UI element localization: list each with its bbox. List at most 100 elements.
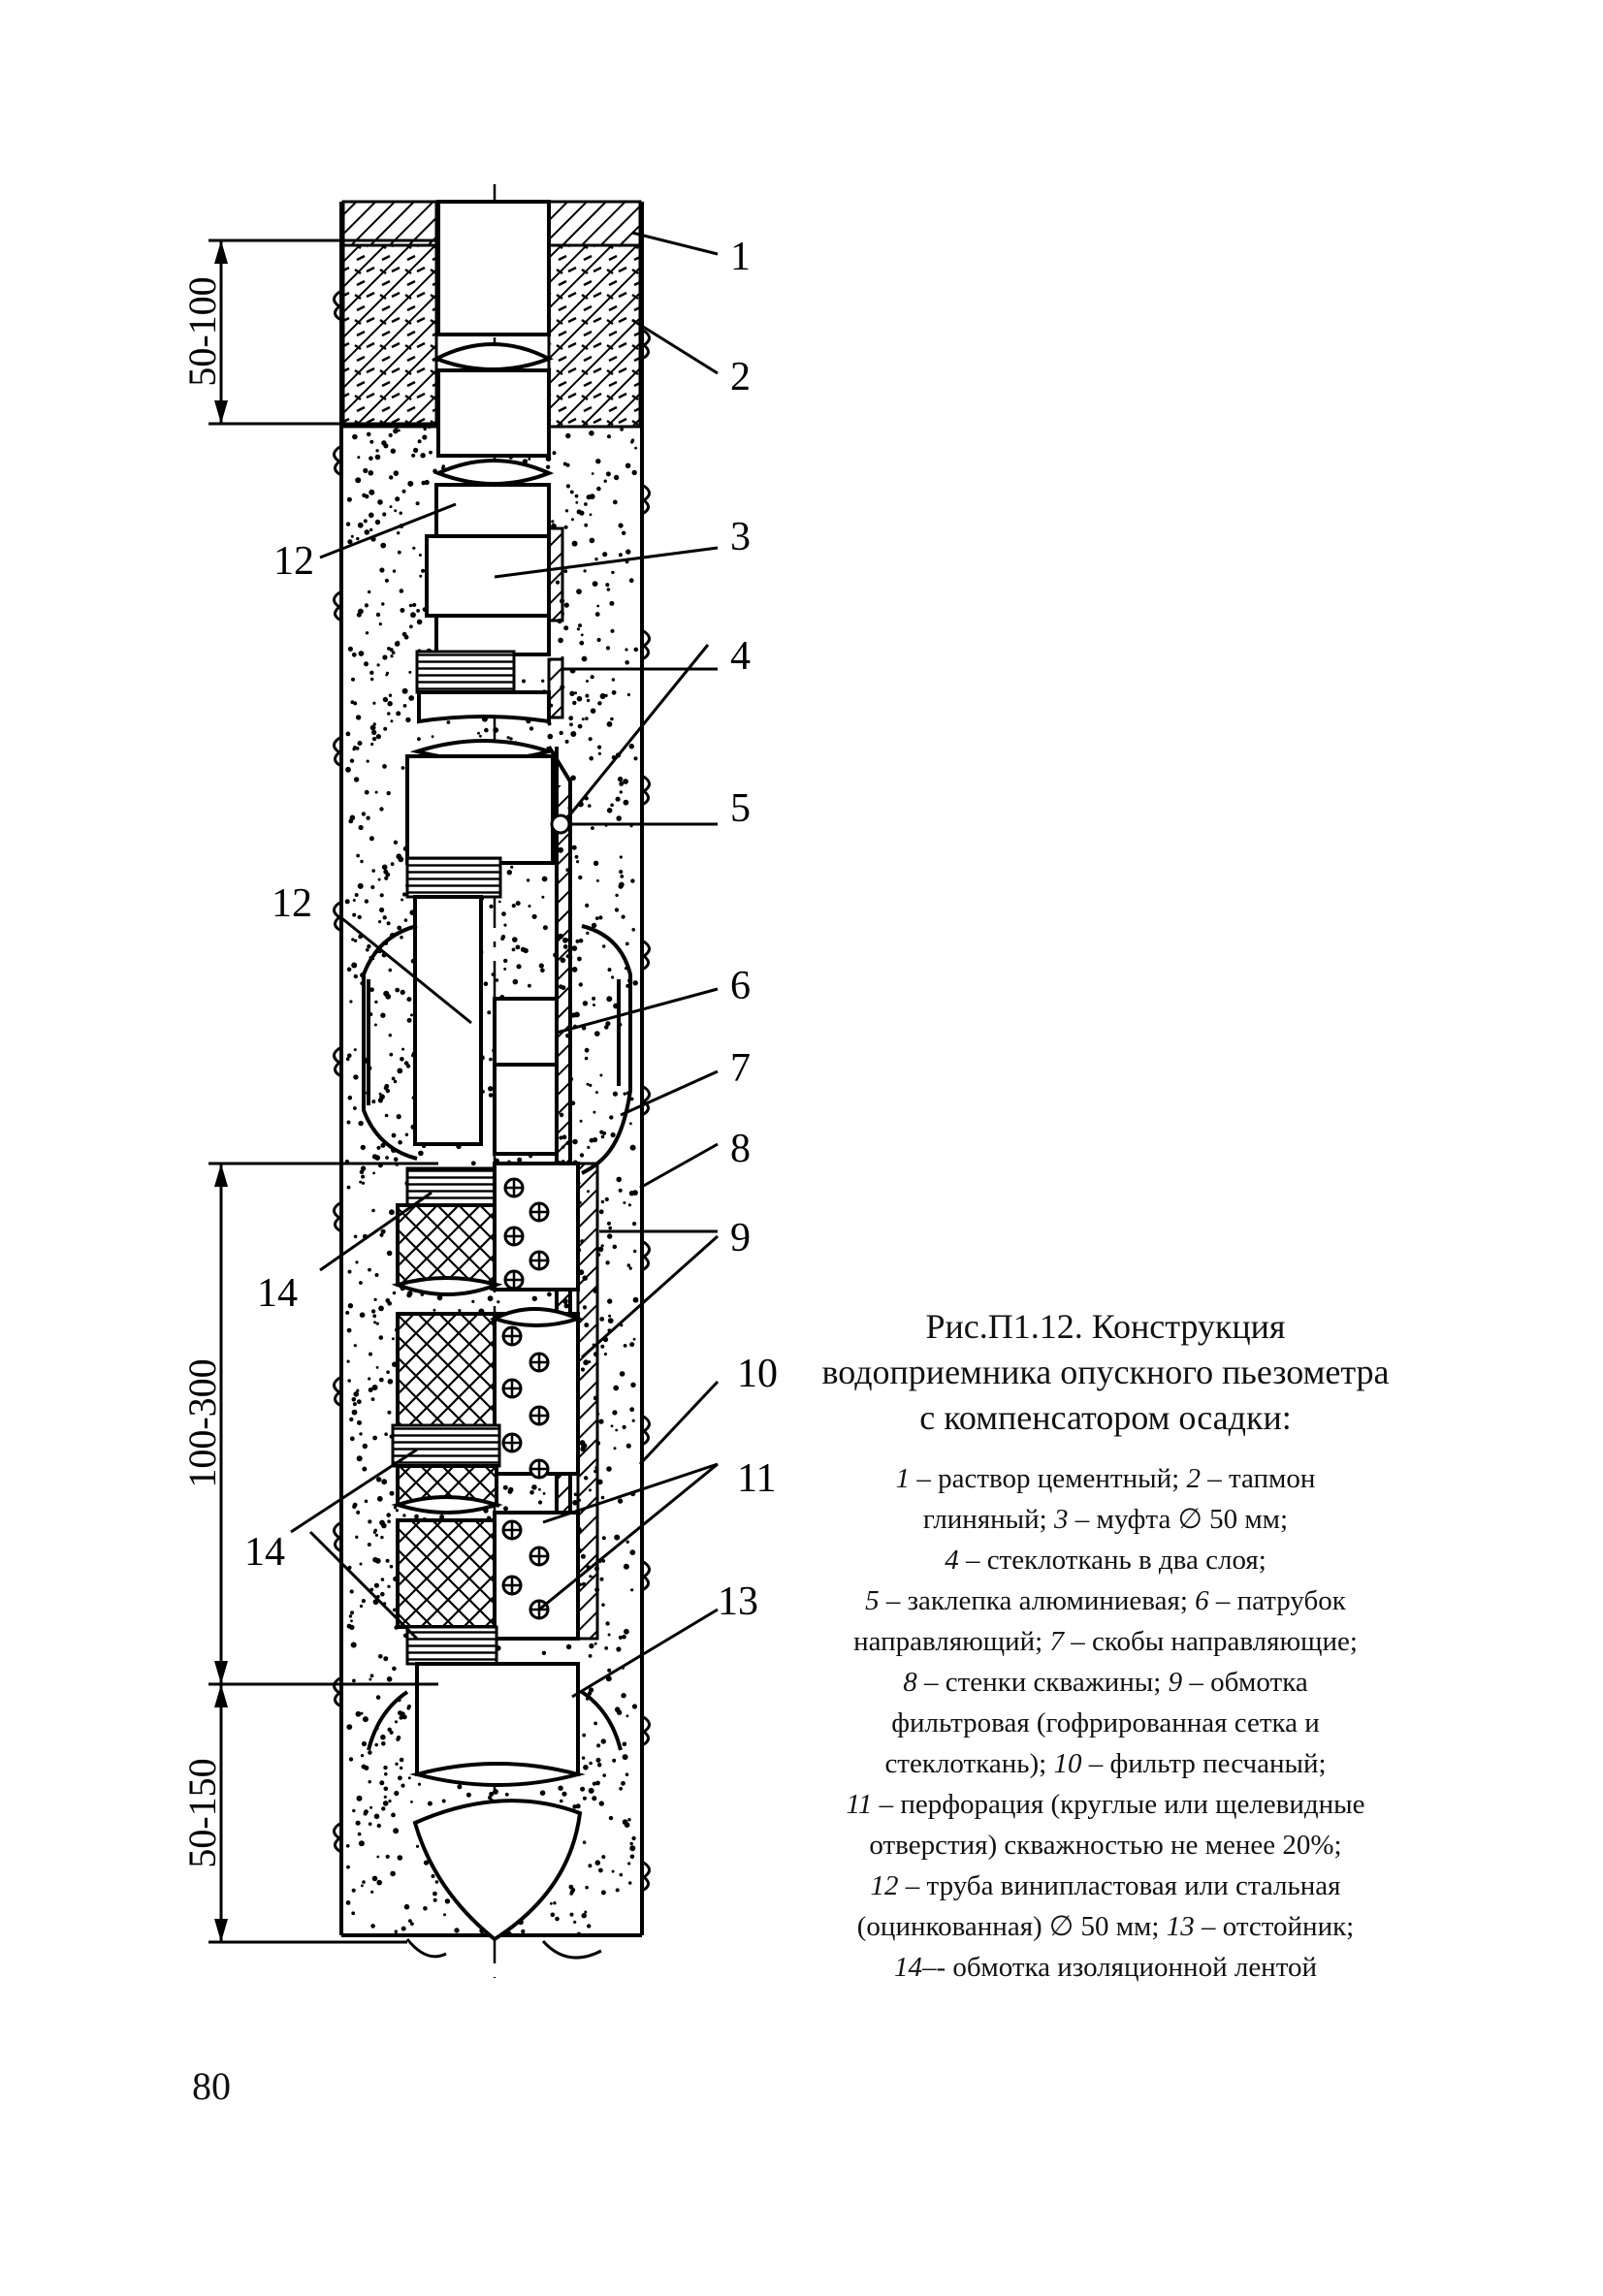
perforation-cross	[503, 1521, 521, 1539]
sand-grain	[625, 941, 629, 946]
perforation-cross	[503, 1577, 521, 1594]
sand-grain	[369, 1805, 373, 1809]
sand-grain	[623, 1092, 626, 1096]
sand-grain	[616, 1176, 622, 1183]
sand-grain	[569, 690, 575, 696]
sand-grain	[381, 864, 388, 871]
legend-item-text: –- обмотка изоляционной лентой	[921, 1952, 1318, 1983]
sand-grain	[632, 1222, 637, 1227]
sand-grain	[571, 967, 578, 973]
sand-grain	[581, 718, 585, 721]
sand-grain	[355, 1710, 362, 1717]
sand-grain	[584, 523, 589, 527]
sand-grain	[601, 1559, 606, 1563]
sand-grain	[578, 623, 582, 628]
sand-grain	[399, 511, 402, 515]
legend-item-text: направляющий;	[853, 1626, 1050, 1657]
sand-grain	[552, 451, 557, 456]
legend-item-number: 14	[893, 1952, 922, 1983]
sand-grain	[594, 558, 598, 561]
sand-grain	[347, 1095, 353, 1100]
sand-grain	[401, 687, 408, 694]
sand-grain	[599, 1577, 604, 1581]
sand-grain	[389, 475, 394, 480]
sand-grain	[582, 1733, 587, 1738]
sand-grain	[598, 1209, 604, 1215]
sand-grain	[576, 860, 580, 864]
sand-grain	[369, 527, 373, 532]
sand-grain	[366, 947, 369, 952]
sand-grain	[589, 513, 593, 517]
sand-grain	[595, 459, 601, 464]
sand-grain	[418, 1150, 424, 1157]
sand-grain	[541, 876, 548, 882]
caption-title-line: водоприемника опускного пьезометра	[821, 1353, 1390, 1391]
sand-grain	[352, 1678, 356, 1683]
sand-grain	[570, 775, 576, 781]
sand-grain	[373, 1023, 377, 1027]
sand-grain	[361, 1599, 366, 1604]
sand-grain	[373, 1321, 377, 1324]
sand-grain	[386, 921, 391, 926]
sand-grain	[565, 484, 571, 489]
sand-grain	[503, 958, 508, 964]
sand-grain	[538, 1487, 541, 1491]
sand-grain	[352, 433, 358, 440]
sand-grain	[531, 913, 537, 919]
sand-grain	[626, 692, 631, 697]
page-number: 80	[192, 2064, 231, 2108]
dimension-arrow	[214, 240, 228, 264]
sand-grain	[418, 554, 422, 557]
sand-grain	[454, 1928, 460, 1933]
sand-grain	[365, 631, 369, 635]
sand-grain	[588, 1787, 594, 1794]
sand-grain	[586, 698, 591, 703]
perforation-cross	[505, 1228, 523, 1245]
sand-grain	[416, 619, 423, 625]
sand-grain	[621, 914, 625, 919]
sand-grain	[629, 1407, 635, 1413]
sand-grain	[359, 1432, 363, 1436]
sand-grain	[612, 499, 618, 505]
sand-grain	[371, 729, 377, 736]
sand-grain	[371, 1208, 375, 1213]
sand-grain	[565, 462, 570, 467]
sand-grain	[400, 608, 405, 613]
sand-grain	[627, 1203, 632, 1207]
sand-grain	[357, 882, 364, 889]
cement-cap-left	[341, 200, 438, 247]
sand-grain	[619, 855, 623, 859]
sand-grain	[416, 609, 420, 613]
sand-grain	[347, 646, 353, 652]
sand-grain	[511, 904, 516, 909]
sand-grain	[355, 1820, 361, 1826]
dimension-arrow	[214, 1661, 228, 1684]
sand-grain	[497, 1300, 500, 1304]
sand-grain	[421, 568, 426, 573]
sand-grain	[358, 824, 364, 831]
sand-grain	[489, 1057, 493, 1062]
wall-texture-mark	[333, 1520, 342, 1553]
pipe-top-segment	[436, 200, 551, 336]
sand-grain	[484, 727, 489, 733]
wall-texture-mark	[641, 628, 651, 661]
sand-grain	[479, 734, 482, 738]
sand-grain	[397, 550, 401, 555]
sand-grain	[350, 1619, 353, 1623]
insulation-tape	[391, 1423, 501, 1468]
legend-item-text: глиняный;	[922, 1504, 1054, 1535]
callout-label-14: 14	[244, 1530, 285, 1575]
sand-grain	[382, 764, 387, 769]
wall-texture-mark	[333, 1821, 342, 1854]
sand-grain	[386, 1250, 393, 1257]
sand-grain	[370, 677, 374, 682]
sand-grain	[594, 1031, 600, 1036]
sand-grain	[531, 1295, 537, 1302]
sand-grain	[396, 853, 402, 860]
sand-grain	[391, 1337, 395, 1341]
sand-grain	[625, 1714, 629, 1718]
sand-grain	[357, 1419, 362, 1425]
sand-grain	[347, 1303, 354, 1309]
sand-grain	[370, 1890, 374, 1894]
